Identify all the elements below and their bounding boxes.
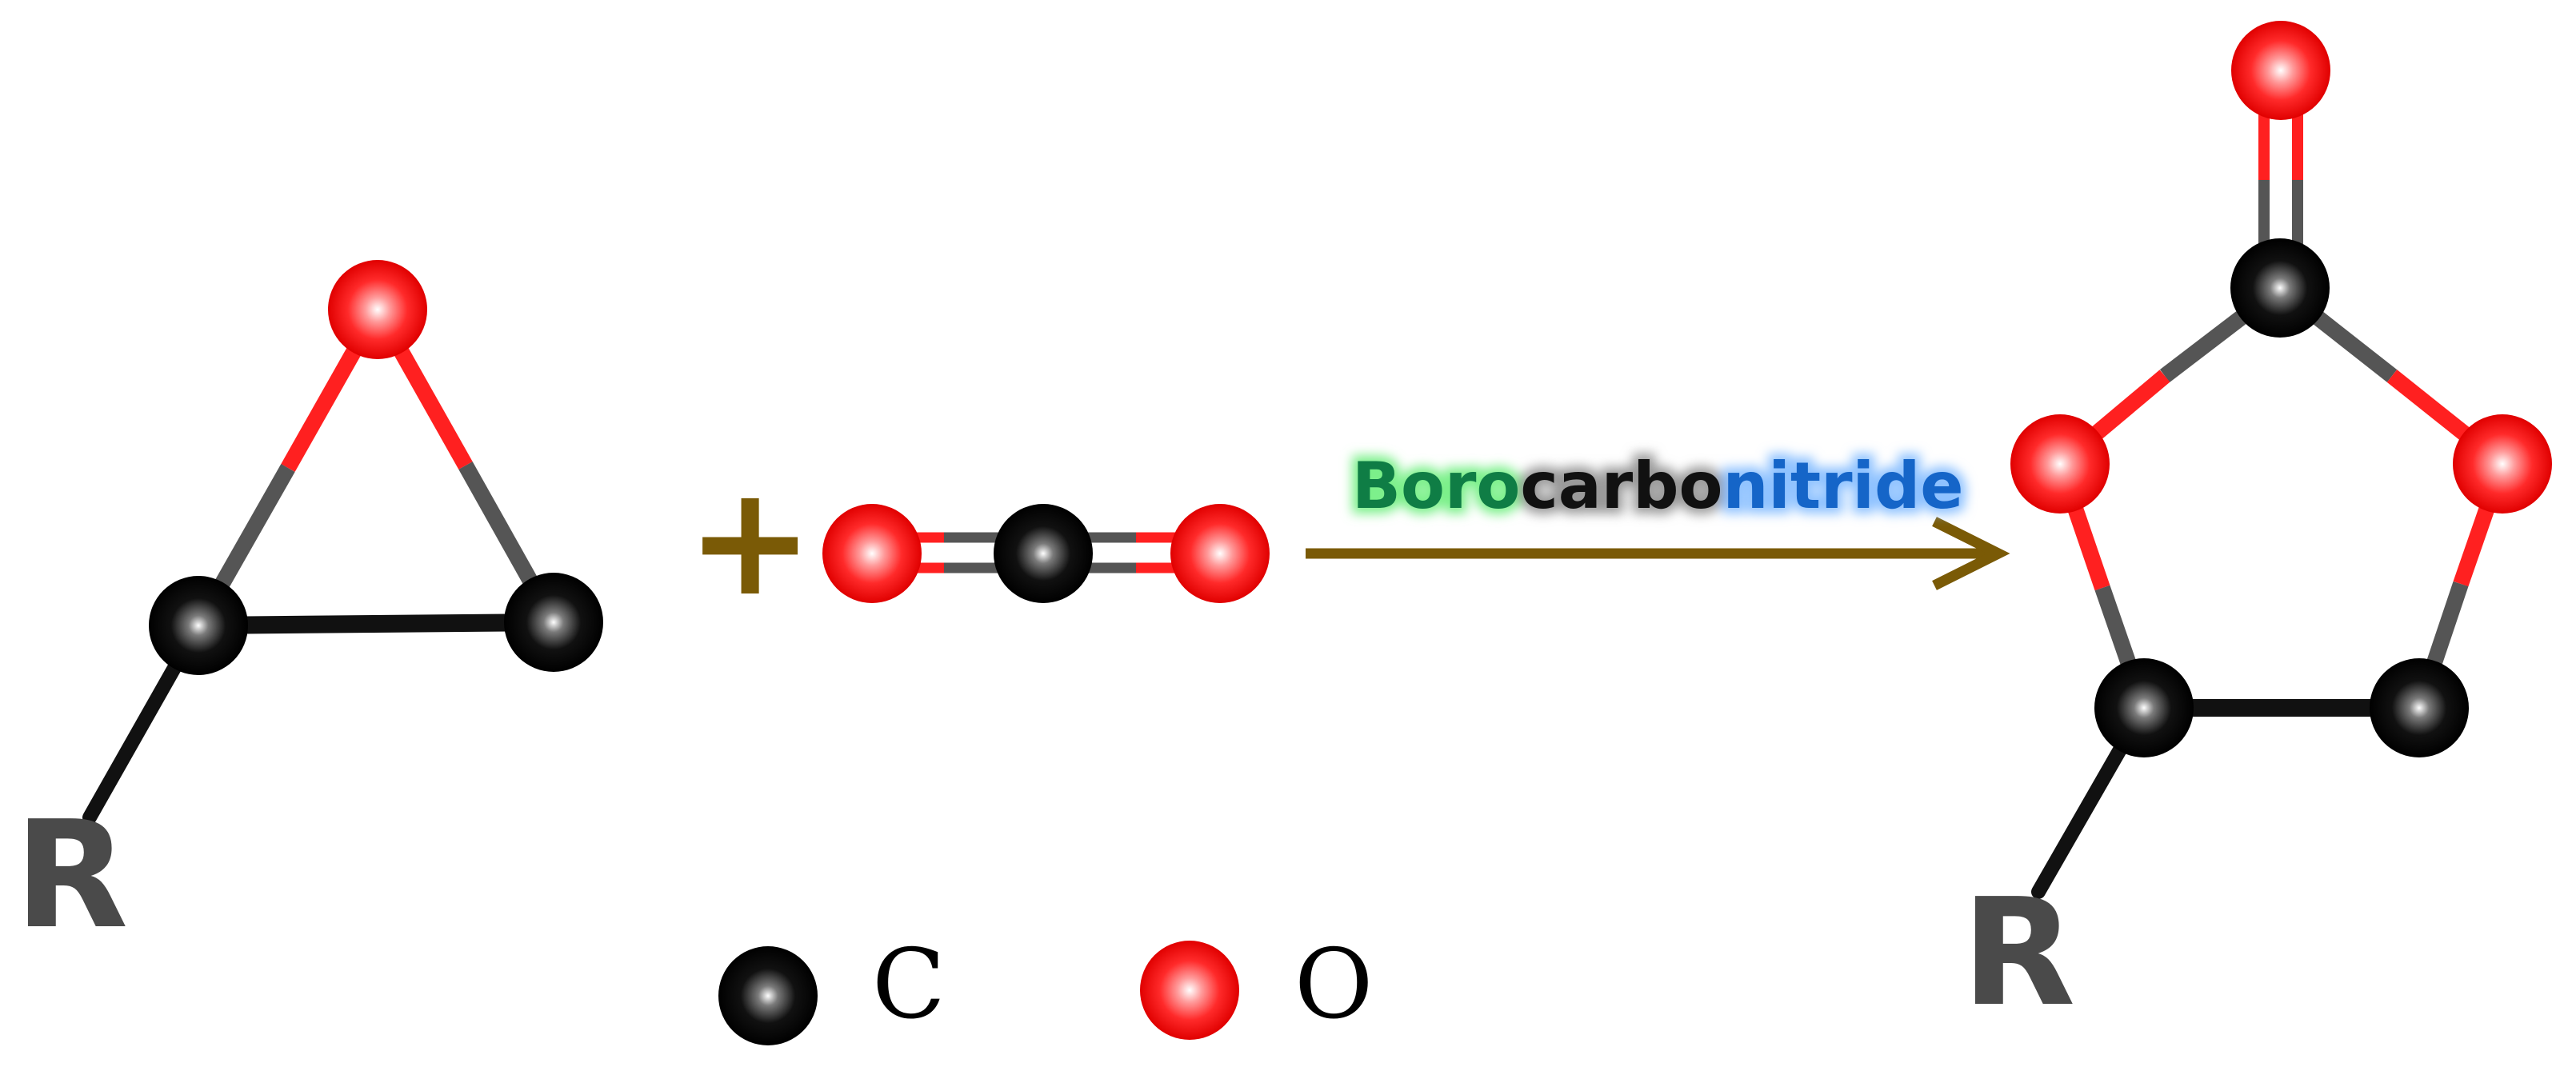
catalyst-label: Borocarbonitride Borocarbonitride — [1346, 443, 1969, 529]
epoxide-carbon-atom — [149, 576, 248, 675]
epoxide-cc-bond — [190, 613, 562, 634]
legend-carbon-label: C — [872, 929, 946, 1041]
product-carbonyl-carbon-atom — [2230, 238, 2330, 338]
cyclic-carbonate-molecule: R — [1962, 21, 2552, 1039]
legend-oxygen-label: O — [1294, 929, 1373, 1041]
catalyst-label-part: nitride — [1722, 449, 1963, 523]
reaction-arrow — [1306, 517, 2010, 590]
epoxide-molecule: R — [14, 260, 603, 961]
atom-legend: C O — [718, 929, 1373, 1045]
co2-oxygen-atom-right — [1170, 504, 1270, 603]
plus-operator: + — [686, 453, 814, 629]
legend-oxygen-swatch — [1140, 941, 1239, 1040]
product-carbonyl-oxygen-atom — [2231, 21, 2330, 120]
co2-carbon-atom — [994, 504, 1093, 603]
legend-carbon-swatch — [718, 946, 818, 1045]
epoxide-oxygen-atom — [328, 260, 427, 359]
epoxide-oc-bond-left — [191, 306, 385, 629]
catalyst-label-part: carbo — [1520, 449, 1722, 523]
catalyst-label-glow: Borocarbonitride — [1352, 449, 1963, 523]
co2-oxygen-atom-left — [822, 504, 922, 603]
co2-molecule — [822, 504, 1270, 603]
catalyst-label-part: Boro — [1352, 449, 1520, 523]
catalyst-label-text: Borocarbonitride — [1352, 449, 1963, 523]
product-r-label: R — [1962, 866, 2075, 1039]
product-ring-oxygen-atom-right — [2453, 414, 2552, 514]
epoxide-r-label: R — [14, 789, 128, 961]
epoxide-carbon-atom — [504, 573, 603, 672]
epoxide-oc-bond-right — [370, 306, 561, 626]
product-ring-carbon-atom-right — [2370, 658, 2469, 757]
product-ring-carbon-atom-left — [2094, 658, 2194, 757]
product-ring-oxygen-atom-left — [2010, 414, 2110, 514]
